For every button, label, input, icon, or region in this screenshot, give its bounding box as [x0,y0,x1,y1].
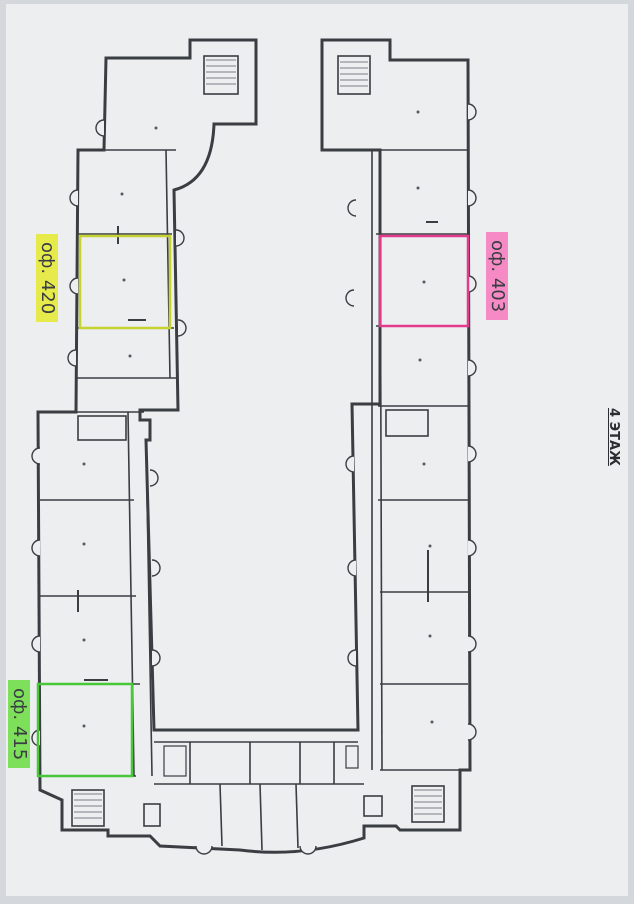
office-frame-415 [36,682,134,778]
bottom-rooms [163,745,359,777]
office-tag-415: оф. 415 [8,680,30,769]
office-tag-420: оф. 420 [36,234,58,323]
room-marks [82,110,434,728]
office-tag-420-text: оф. 420 [36,234,58,323]
office-tag-403-text: оф. 403 [486,232,508,321]
partitions [40,55,468,851]
office-frame-420 [78,234,172,330]
floor-label: 4 ЭТАЖ [606,408,621,466]
office-tag-415-text: оф. 415 [8,680,30,769]
paper [6,4,628,896]
left-wing [36,38,472,854]
stair-hatch [74,59,442,819]
floor-label-text: 4 ЭТАЖ [606,408,621,466]
office-frame-403 [378,234,470,328]
window-bays [31,103,477,855]
office-tag-403: оф. 403 [486,232,508,321]
